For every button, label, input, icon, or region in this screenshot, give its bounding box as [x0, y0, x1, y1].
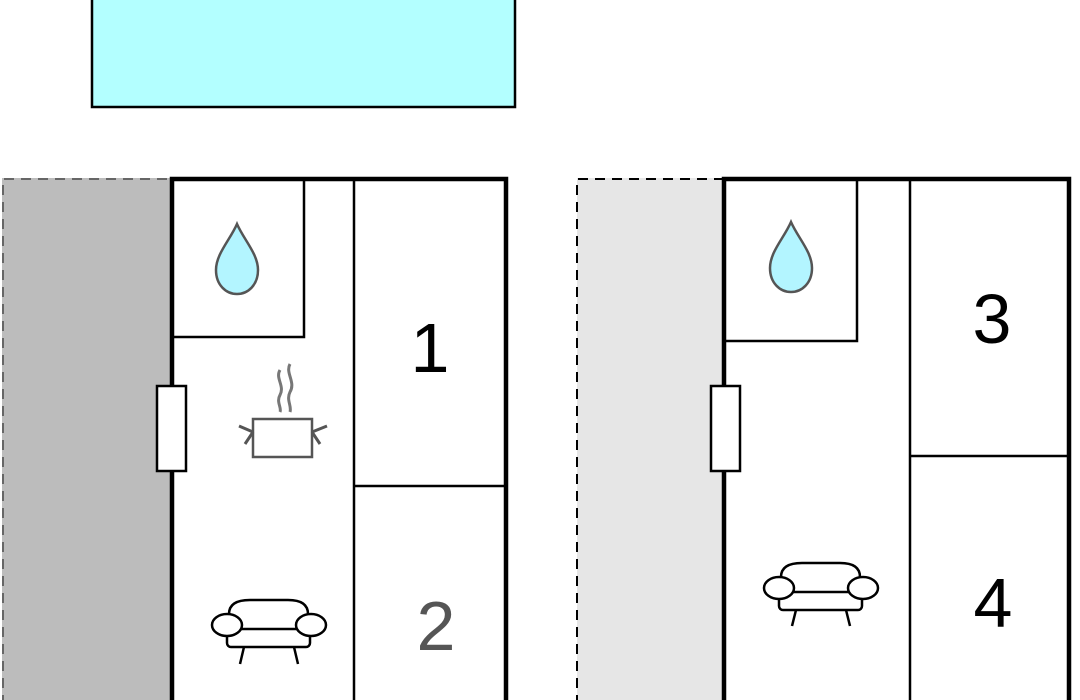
upper-floor-plan: 3 4	[576, 176, 1072, 700]
swimming-pool	[90, 0, 517, 109]
terrace-boundary	[2, 178, 170, 700]
bathroom-wall	[173, 180, 306, 339]
entrance-door	[155, 384, 188, 473]
terrace-area-upper	[577, 178, 723, 700]
room-number-3: 3	[973, 280, 1012, 358]
room-number-1: 1	[411, 309, 450, 387]
sofa-icon	[762, 561, 880, 627]
sofa-icon	[210, 598, 328, 665]
room-number-4: 4	[974, 564, 1013, 642]
cooking-pot-icon	[238, 363, 328, 459]
room-number-2: 2	[417, 587, 456, 665]
ground-floor-plan: 1 2	[2, 176, 509, 700]
terrace-area	[2, 178, 170, 700]
terrace-boundary-upper	[576, 178, 723, 700]
water-drop-icon	[768, 218, 814, 294]
bathroom-wall-upper	[725, 180, 859, 343]
entrance-door-upper	[709, 384, 742, 473]
water-drop-icon	[214, 220, 260, 296]
